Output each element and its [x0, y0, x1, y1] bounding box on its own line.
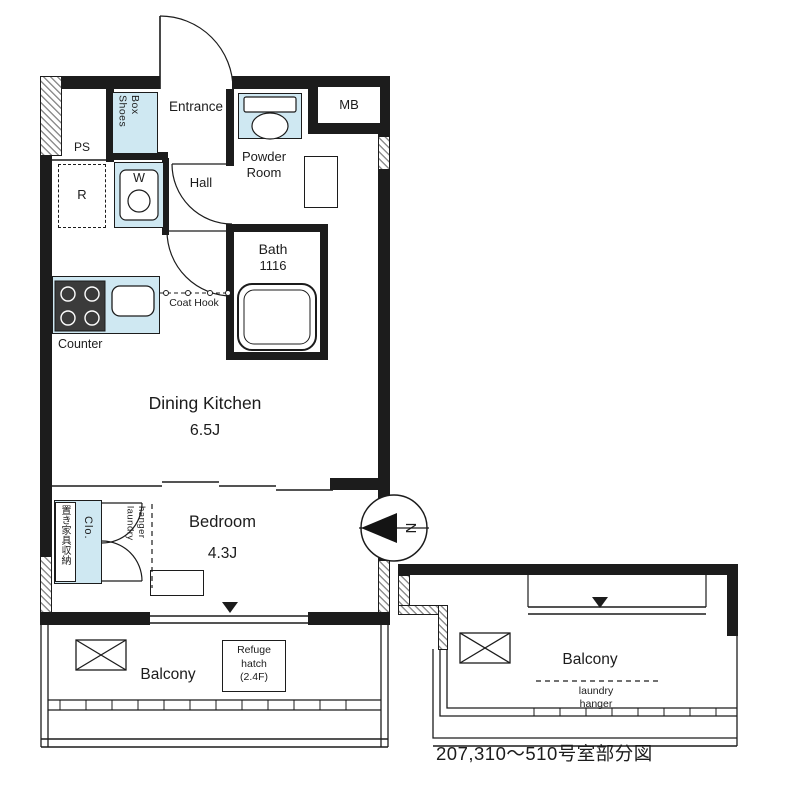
- washing-machine-icon: [119, 169, 159, 221]
- bathtub-icon: [237, 283, 317, 351]
- wall-segment: [232, 76, 310, 89]
- sink-icon: [111, 285, 155, 317]
- compass-north-label: N: [402, 523, 419, 534]
- balcony-label: Balcony: [140, 666, 196, 683]
- compass-icon: N: [359, 494, 429, 562]
- stove-icon: [54, 280, 106, 332]
- wall-segment: [320, 224, 328, 360]
- hall-label: Hall: [189, 175, 213, 190]
- partial-xbox-icon: [459, 632, 511, 664]
- wall-segment: [226, 89, 234, 166]
- window-marker-triangle: [222, 602, 238, 613]
- bath-label: Bath: [258, 241, 288, 257]
- partial-plan-window: [527, 575, 707, 615]
- refuge-hatch-box: [222, 640, 286, 692]
- dining-kitchen-size-label: 6.5J: [189, 422, 221, 439]
- wall-segment: [40, 156, 52, 618]
- wall-segment: [62, 76, 160, 89]
- entrance-label: Entrance: [168, 99, 224, 114]
- dining-kitchen-label: Dining Kitchen: [148, 393, 262, 413]
- wall-segment: [330, 478, 390, 490]
- sliding-partition: [52, 481, 333, 491]
- partial-window-marker-triangle: [592, 597, 608, 608]
- powder-room-label: Powder Room: [241, 149, 287, 180]
- refrigerator-space: [58, 164, 106, 228]
- partial-laundry-hanger-label: laundry hanger: [578, 685, 614, 710]
- wall-segment: [226, 224, 328, 232]
- laundry-hanger-label: laundry hanger: [124, 506, 147, 541]
- pipe-shaft: [304, 156, 338, 208]
- toilet-icon: [243, 96, 297, 140]
- closet-doors-icon: [101, 502, 143, 582]
- wall-segment: [106, 152, 168, 160]
- wall-hatch: [378, 136, 390, 170]
- hall-door-icon: [166, 230, 233, 297]
- furniture-storage-strip: [55, 502, 76, 582]
- wall-segment: [308, 76, 318, 134]
- bedroom-low-cabinet: [150, 570, 204, 596]
- wall-segment: [308, 612, 390, 625]
- bath-size-label: 1116: [259, 258, 287, 273]
- caption-label: 207,310〜510号室部分図: [436, 743, 653, 764]
- wall-segment: [380, 76, 390, 134]
- furniture-storage-label: 置き家具収納: [59, 505, 70, 565]
- shoes-box-label: Shoes Box: [116, 95, 142, 128]
- wall-segment: [308, 76, 390, 87]
- partial-wall-hatch: [438, 605, 448, 650]
- refuge-hatch-label: Refuge hatch (2.4F): [237, 644, 271, 684]
- bedroom-window: [150, 615, 308, 624]
- shoes-box: [112, 92, 158, 154]
- balcony-xbox-icon: [75, 639, 127, 671]
- coat-hook-icon: [160, 290, 231, 296]
- ps-label: PS: [73, 140, 90, 154]
- mb-label: MB: [339, 97, 359, 112]
- counter-label: Counter: [58, 337, 103, 351]
- partial-wall-segment: [398, 564, 738, 575]
- wall-segment: [106, 89, 114, 162]
- bedroom-label: Bedroom: [189, 513, 256, 531]
- balcony-railing: [40, 625, 389, 748]
- entrance-door-icon: [159, 15, 234, 90]
- partial-balcony-label: Balcony: [562, 651, 618, 668]
- wall-segment: [308, 123, 390, 134]
- coat-hook-label: Coat Hook: [169, 297, 219, 309]
- bedroom-size-label: 4.3J: [207, 545, 238, 562]
- wall-hatch: [40, 76, 62, 156]
- wall-segment: [162, 158, 169, 235]
- washer-label: W: [133, 171, 145, 185]
- closet-label: Clo.: [82, 516, 95, 540]
- partial-balcony-railing: [432, 636, 738, 747]
- powder-door-icon: [171, 163, 233, 225]
- refrigerator-label: R: [77, 187, 87, 202]
- partial-wall-segment: [727, 564, 738, 636]
- wall-segment: [40, 612, 150, 625]
- wall-segment: [226, 352, 328, 360]
